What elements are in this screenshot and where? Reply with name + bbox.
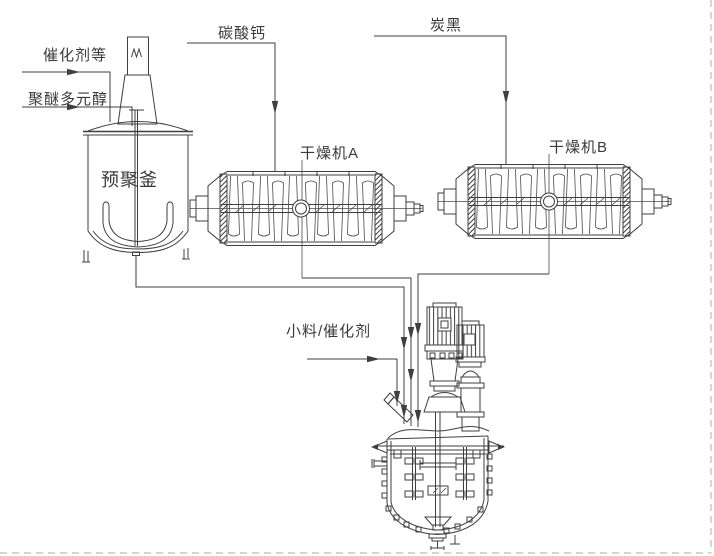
flow-arrows bbox=[67, 68, 510, 423]
pipe-dryer-a-to-mixer bbox=[302, 277, 412, 426]
dryer-b bbox=[437, 164, 672, 239]
jacket-clamps bbox=[381, 453, 493, 534]
label-calcium-carbonate: 碳酸钙 bbox=[218, 25, 266, 42]
arrow-icon bbox=[393, 391, 401, 404]
kettle-anchor-agitator bbox=[102, 206, 174, 248]
kettle-drive-stand bbox=[117, 74, 158, 125]
mixer-side-shafts bbox=[404, 447, 475, 500]
arrow-icon bbox=[67, 68, 80, 76]
pipe-carbonblack-feed bbox=[374, 35, 507, 164]
pipe-dryer-b-to-mixer bbox=[417, 273, 549, 427]
pipe-polyol-feed bbox=[22, 106, 133, 126]
arrow-icon bbox=[414, 410, 422, 423]
label-additives-catalyst: 小料/催化剂 bbox=[286, 323, 371, 340]
kettle-dome bbox=[87, 121, 189, 132]
pipes bbox=[22, 35, 550, 427]
pipe-catalyst-feed bbox=[22, 71, 111, 122]
dryer-a bbox=[189, 171, 424, 246]
arrow-icon bbox=[367, 355, 380, 363]
arrow-icon bbox=[502, 91, 510, 104]
kettle-motor bbox=[127, 36, 149, 76]
label-dryer-b: 干燥机B bbox=[549, 139, 608, 156]
arrow-icon bbox=[271, 101, 279, 114]
arrow-icon bbox=[407, 327, 415, 340]
kettle-bottom-outlet bbox=[132, 251, 140, 256]
label-prepolymer-kettle: 预聚釜 bbox=[101, 170, 158, 190]
pipe-kettle-to-mixer bbox=[135, 255, 405, 424]
mixer-angled-nozzle bbox=[387, 396, 414, 423]
label-carbon-black: 炭黑 bbox=[430, 17, 462, 34]
arrow-icon bbox=[67, 103, 80, 111]
mixer-drive-lantern bbox=[430, 358, 459, 382]
label-polyether-polyol: 聚醚多元醇 bbox=[28, 91, 108, 108]
labels: 催化剂等 聚醚多元醇 预聚釜 碳酸钙 干燥机A 炭黑 干燥机B 小料/催化剂 bbox=[28, 17, 608, 340]
dryer-hub bbox=[292, 199, 310, 218]
arrow-icon bbox=[414, 323, 422, 336]
motor-symbol-icon bbox=[131, 47, 142, 59]
label-dryer-a: 干燥机A bbox=[300, 145, 359, 162]
arrow-icon bbox=[407, 369, 415, 382]
prepolymer-kettle bbox=[82, 36, 193, 263]
arrow-icon bbox=[400, 337, 408, 350]
label-catalyst-etc: 催化剂等 bbox=[43, 46, 107, 64]
mixer-vessel bbox=[371, 302, 505, 550]
mixer-head bbox=[387, 426, 490, 439]
pipe-caco3-feed bbox=[187, 42, 276, 171]
mixer-side-nozzle bbox=[371, 459, 387, 468]
mixer-bottom-discharge bbox=[428, 533, 460, 550]
pipe-additives-feed bbox=[307, 358, 398, 406]
mixer-paddle bbox=[419, 462, 457, 468]
